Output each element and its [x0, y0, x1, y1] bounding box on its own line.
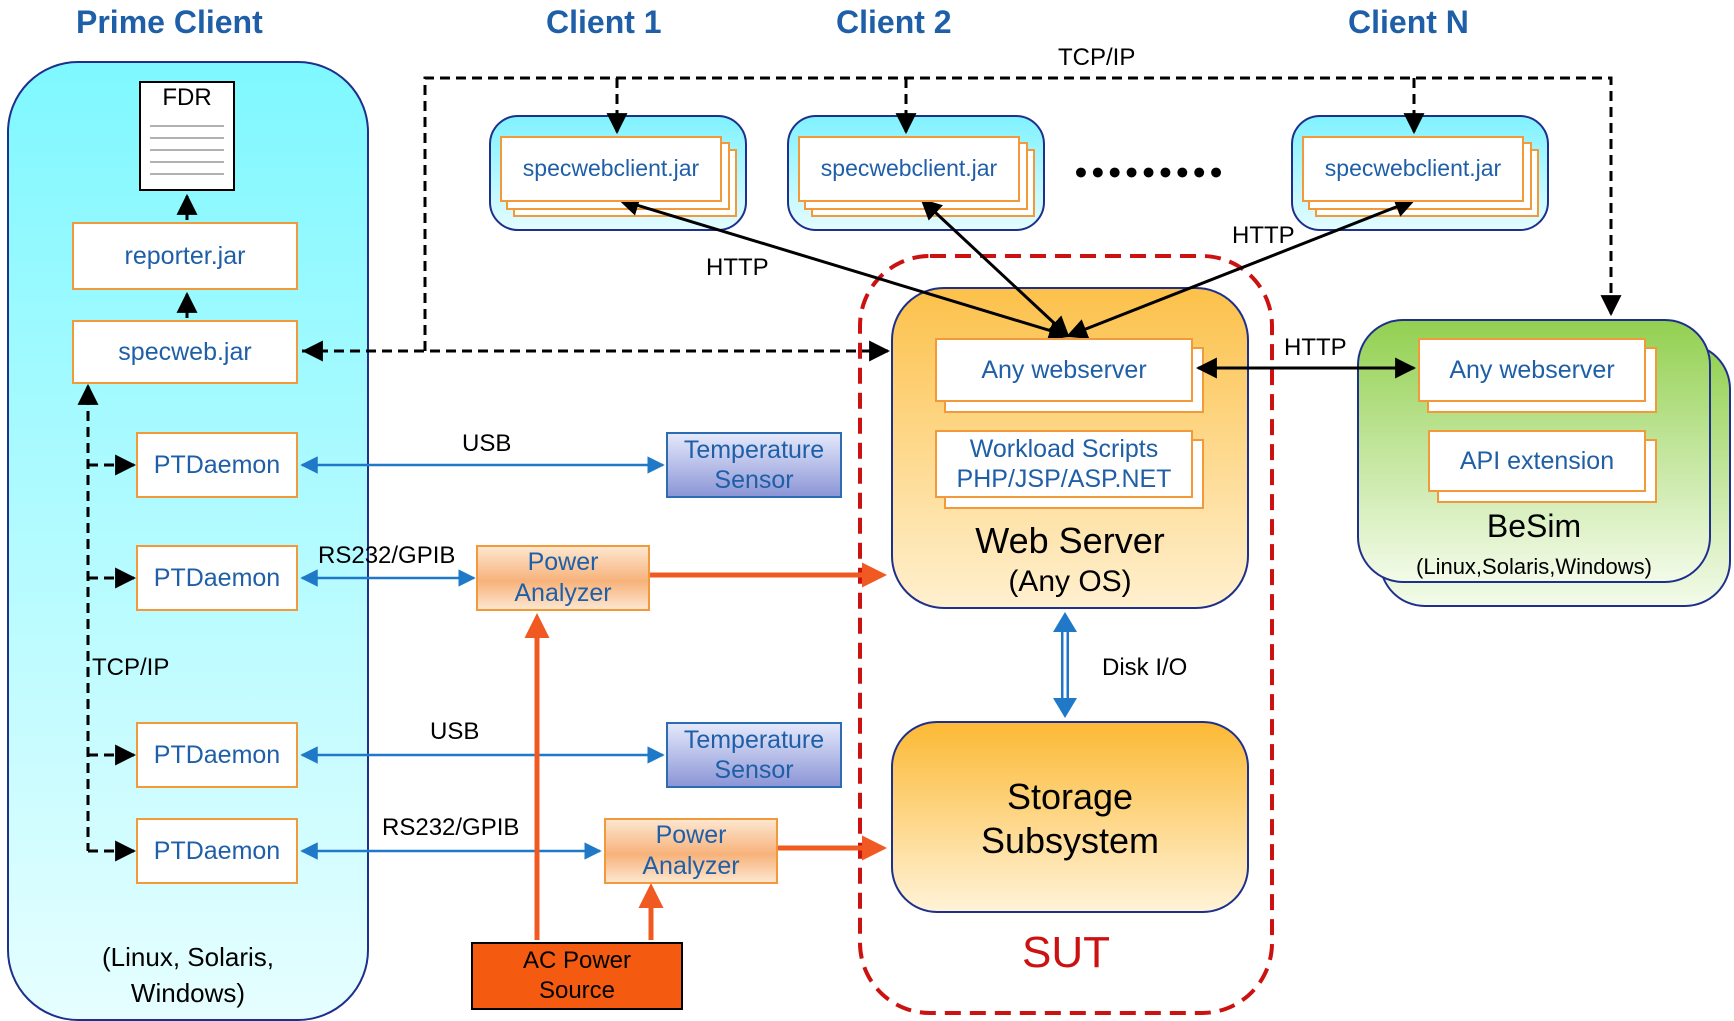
- besim-any-webserver-box: Any webserver: [1418, 338, 1646, 402]
- more-clients-ellipsis: ●●●●●●●●●: [1074, 158, 1227, 184]
- http-besim-label: HTTP: [1284, 334, 1347, 361]
- fdr-document-icon: [139, 81, 235, 191]
- storage-title-line1: Storage: [1006, 776, 1134, 817]
- storage-title-line2: Subsystem: [980, 820, 1160, 861]
- http-client-1-label: HTTP: [706, 254, 769, 281]
- storage-subsystem-container: [891, 721, 1249, 913]
- ptdaemon-1: PTDaemon: [136, 432, 298, 498]
- client-n-title: Client N: [1348, 4, 1469, 40]
- disk-io-arrow: [1053, 612, 1077, 718]
- rs232-label-1: RS232/GPIB: [318, 542, 456, 569]
- usb-label-1: USB: [462, 430, 512, 457]
- rs232-label-2: RS232/GPIB: [382, 814, 520, 841]
- http-client-n-label: HTTP: [1232, 222, 1295, 249]
- client-1-jar-box: specwebclient.jar: [500, 136, 722, 202]
- power-analyzer-1: Power Analyzer: [476, 545, 650, 611]
- web-server-title: Web Server: [975, 520, 1165, 561]
- client-2-title: Client 2: [836, 4, 952, 40]
- api-extension-box: API extension: [1428, 430, 1646, 492]
- workload-scripts-box: Workload Scripts PHP/JSP/ASP.NET: [935, 430, 1193, 498]
- temperature-sensor-1: Temperature Sensor: [666, 432, 842, 498]
- ac-power-source-box: [471, 942, 683, 1010]
- temperature-sensor-2: Temperature Sensor: [666, 722, 842, 788]
- usb-label-2: USB: [430, 718, 480, 745]
- ptdaemon-3: PTDaemon: [136, 722, 298, 788]
- workload-scripts-line2: PHP/JSP/ASP.NET: [956, 465, 1172, 493]
- web-server-os: (Any OS): [1008, 565, 1132, 598]
- prime-client-os-line1: (Linux, Solaris,: [102, 942, 274, 972]
- power-analyzer-1-line1: Power: [527, 547, 599, 576]
- reporter-jar-box: reporter.jar: [72, 222, 298, 290]
- http-connections: [617, 195, 1417, 379]
- fdr-label: FDR: [162, 84, 212, 111]
- ac-power-source-label: AC Power Source: [472, 946, 682, 1006]
- ac-power-line1: AC Power: [522, 947, 632, 974]
- temperature-sensor-1-line1: Temperature: [683, 436, 825, 464]
- besim-os: (Linux,Solaris,Windows): [1416, 554, 1652, 579]
- ac-power-line2: Source: [538, 977, 616, 1004]
- ptdaemon-4: PTDaemon: [136, 818, 298, 884]
- sut-any-webserver-box: Any webserver: [935, 338, 1193, 402]
- client-1-title: Client 1: [546, 4, 662, 40]
- tcp-ip-network-lines: [302, 76, 1613, 353]
- power-lines: [524, 562, 887, 940]
- temperature-sensor-2-line2: Sensor: [714, 756, 794, 784]
- power-analyzer-2-line1: Power: [655, 820, 727, 849]
- tcp-ip-side-label: TCP/IP: [92, 654, 170, 681]
- specweb-jar-box: specweb.jar: [72, 320, 298, 384]
- temperature-sensor-1-line2: Sensor: [714, 466, 794, 494]
- tcp-ip-top-label: TCP/IP: [1058, 44, 1136, 71]
- tcp-ip-arrowheads: [301, 113, 1622, 362]
- besim-title: BeSim: [1486, 508, 1582, 544]
- power-analyzer-1-line2: Analyzer: [514, 579, 612, 607]
- sut-label: SUT: [1022, 928, 1110, 977]
- ptdaemon-2: PTDaemon: [136, 545, 298, 611]
- temperature-sensor-2-line1: Temperature: [683, 726, 825, 754]
- client-2-jar-box: specwebclient.jar: [798, 136, 1020, 202]
- power-analyzer-2: Power Analyzer: [604, 818, 778, 884]
- disk-io-label: Disk I/O: [1102, 654, 1188, 681]
- usb-rs232-connections: [300, 456, 665, 860]
- workload-scripts-line1: Workload Scripts: [969, 435, 1159, 463]
- prime-client-os-line2: Windows): [130, 978, 246, 1008]
- prime-client-title: Prime Client: [76, 4, 263, 40]
- client-n-jar-box: specwebclient.jar: [1302, 136, 1524, 202]
- power-analyzer-2-line2: Analyzer: [642, 852, 740, 880]
